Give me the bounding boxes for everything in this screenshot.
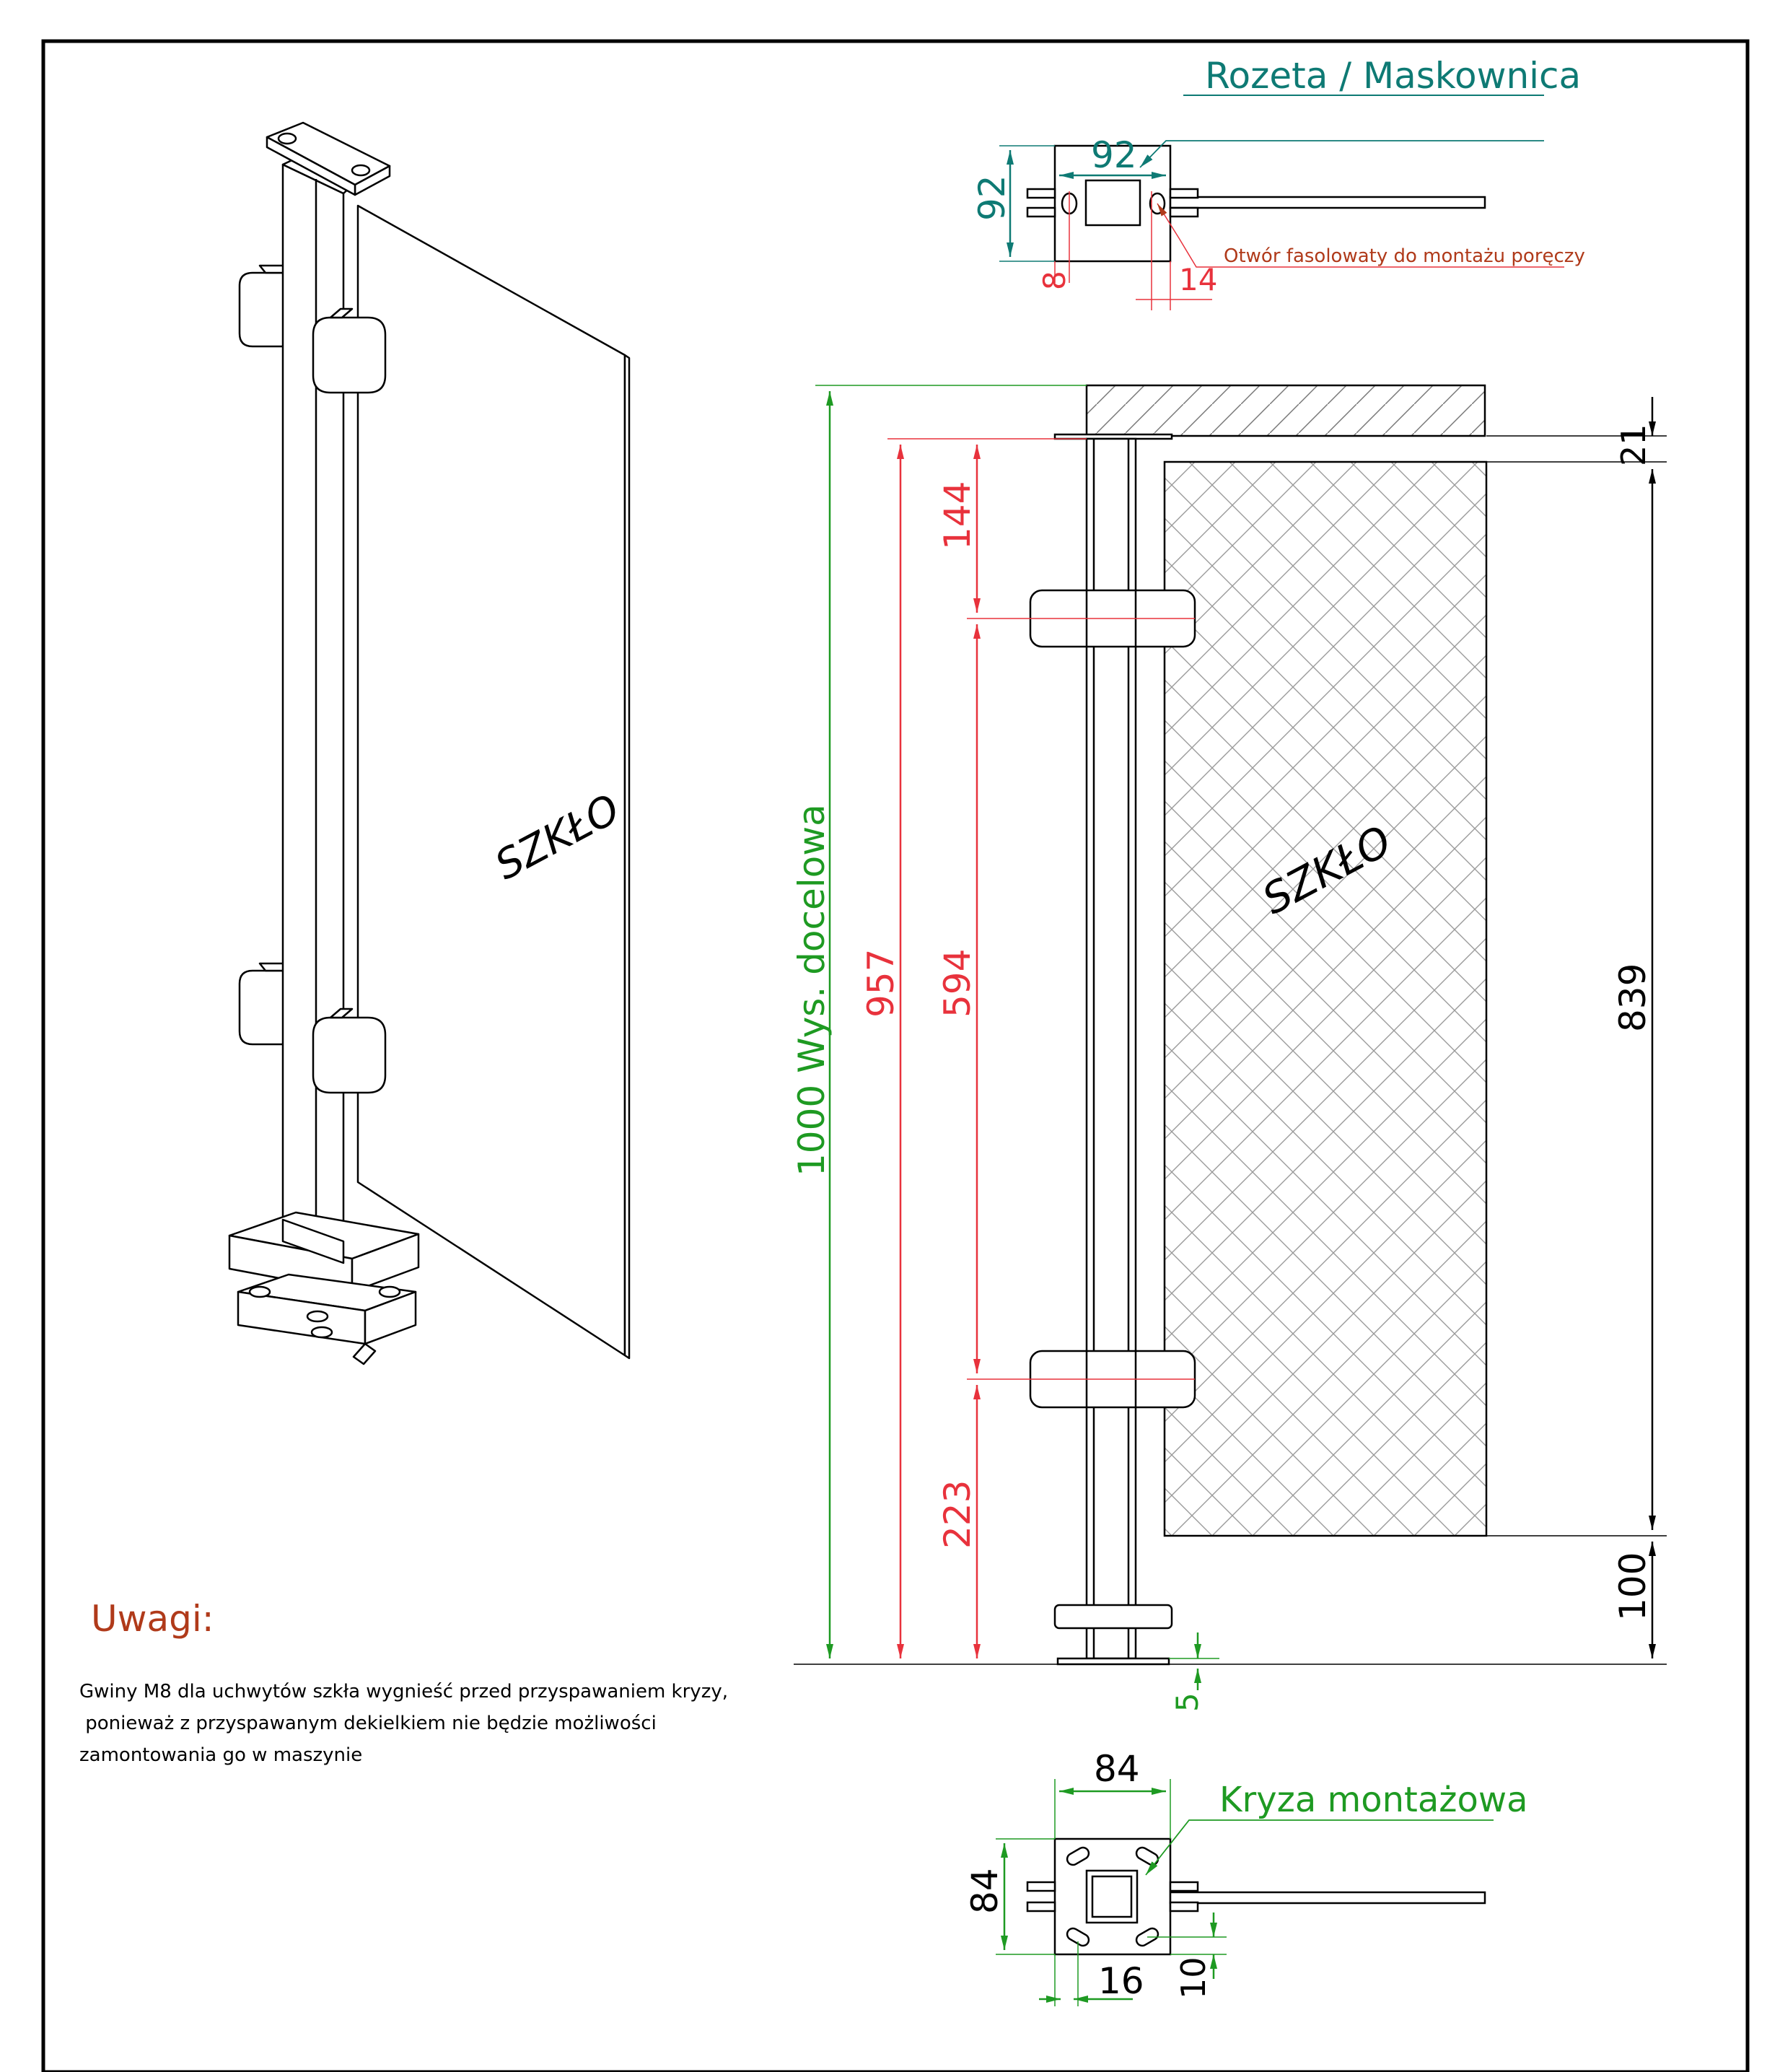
front-dimensions-green — [815, 385, 1219, 1690]
dim-clamp-spacing: 594 — [937, 949, 978, 1018]
dim-base-plate: 5 — [1170, 1692, 1205, 1712]
notes-line-3: zamontowania go w maszynie — [79, 1744, 362, 1766]
iso-glass-panel — [356, 204, 626, 1357]
dim-clamp-top: 144 — [937, 481, 978, 550]
front-glass-panel — [1163, 460, 1488, 1537]
notes-line-2: ponieważ z przyspawanym dekielkiem nie b… — [79, 1713, 657, 1734]
front-base-plate — [1056, 1657, 1170, 1666]
iso-clamp — [312, 1016, 387, 1094]
dim-clamp-bottom: 223 — [937, 1480, 978, 1549]
notes-title: Uwagi: — [91, 1598, 214, 1640]
dim-rozeta-height: 92 — [971, 175, 1013, 221]
dim-kryza-hole-x: 16 — [1098, 1960, 1144, 2002]
kryza-handrail — [1169, 1891, 1486, 1905]
dim-kryza-height: 84 — [964, 1868, 1006, 1914]
front-base-cover — [1053, 1604, 1173, 1630]
dim-post-height: 957 — [860, 949, 902, 1018]
front-dimensions-red — [887, 438, 1195, 1658]
notes-line-1: Gwiny M8 dla uchwytów szkła wygnieść prz… — [79, 1681, 728, 1702]
dim-glass-height: 839 — [1612, 963, 1654, 1032]
sheet-frame — [41, 39, 1750, 2072]
kryza-dimensions — [996, 1779, 1494, 2006]
front-dimensions-black — [1486, 397, 1667, 1658]
kryza-slot-hole — [1066, 1927, 1090, 1947]
rozeta-dimensions — [999, 140, 1564, 310]
kryza-title: Kryza montażowa — [1219, 1780, 1528, 1820]
dim-total-height: 1000 Wys. docelowa — [791, 804, 833, 1176]
dim-glass-gap-top: 21 — [1614, 424, 1653, 466]
kryza-bottom-view — [1026, 1837, 1486, 1956]
rozeta-post-square — [1084, 179, 1141, 227]
rozeta-title: Rozeta / Maskownica — [1205, 55, 1581, 97]
front-view — [794, 384, 1667, 1666]
front-handrail — [1085, 384, 1486, 437]
dim-kryza-hole-y: 10 — [1174, 1957, 1213, 1999]
isometric-view: SZKŁO — [228, 121, 631, 1365]
dim-rozeta-width: 92 — [1091, 134, 1137, 176]
rozeta-handrail — [1169, 196, 1486, 209]
rozeta-hole-note: Otwór fasolowaty do montażu poręczy — [1224, 245, 1585, 267]
kryza-slot-hole — [1066, 1846, 1090, 1866]
dim-rozeta-offset-left: 8 — [1037, 271, 1072, 290]
dim-glass-gap-bottom: 100 — [1612, 1552, 1654, 1621]
dim-rozeta-offset-right: 14 — [1179, 262, 1217, 297]
dim-kryza-width: 84 — [1094, 1748, 1140, 1790]
iso-clamp — [312, 316, 387, 394]
